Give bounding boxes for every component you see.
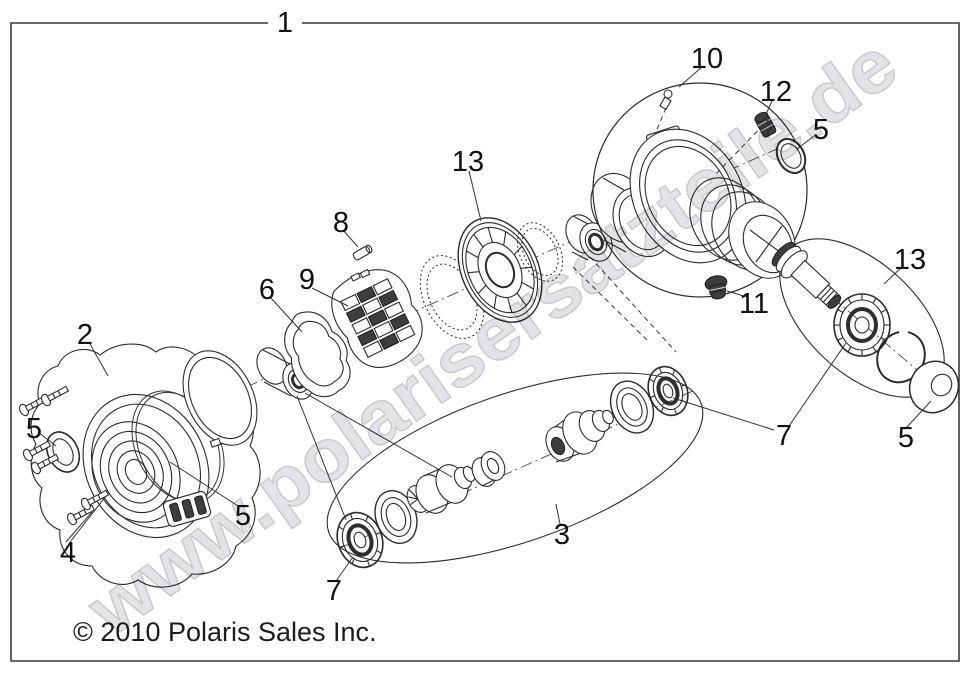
upper-bearing: [647, 365, 689, 417]
callout-5-housing: 5: [235, 500, 251, 532]
lower-bearing: [336, 511, 384, 569]
pointer-lines: [296, 256, 677, 521]
callout-7-bottom: 7: [326, 575, 342, 607]
callout-9: 9: [299, 264, 315, 296]
callout-12: 12: [760, 76, 792, 108]
callout-2: 2: [77, 319, 93, 351]
watermark-text: www.polarisersatzteile.de: [72, 21, 912, 651]
callout-8: 8: [333, 207, 349, 239]
callout-1: 1: [277, 7, 293, 39]
input-housing: [30, 343, 261, 588]
washer-right-part: [908, 360, 960, 414]
callout-10: 10: [691, 43, 723, 75]
callout-5-left: 5: [26, 413, 42, 445]
wave-washer: [516, 222, 564, 282]
copyright-text: © 2010 Polaris Sales Inc.: [73, 617, 377, 647]
callout-7-right: 7: [776, 420, 792, 452]
callout-13-right: 13: [894, 244, 926, 276]
clip-pack: [162, 491, 212, 527]
callout-6: 6: [259, 274, 275, 306]
callout-3: 3: [554, 519, 570, 551]
callout-5-washer: 5: [898, 422, 914, 454]
callout-4: 4: [60, 537, 76, 569]
ring-cap: [471, 451, 506, 487]
pinion-bearing: [833, 293, 891, 357]
small-bearing: [565, 214, 613, 262]
callout-5-cover: 5: [813, 114, 829, 146]
mounting-screws: [18, 385, 110, 526]
output-hub: [545, 409, 614, 463]
output-cover-balloon: [592, 82, 808, 300]
roller-cage-part: [331, 268, 423, 368]
lower-kit-balloon-group: [326, 365, 704, 569]
upper-seal: [609, 380, 655, 434]
callout-11: 11: [739, 288, 769, 320]
pin-part: [352, 244, 373, 261]
assembly-frame-border: [10, 22, 960, 662]
splined-hub: [406, 464, 476, 514]
pinion-shaft: [771, 241, 842, 309]
leader-lines: [37, 66, 932, 582]
drain-plug-part: [704, 275, 728, 300]
callout-13-center: 13: [452, 146, 484, 178]
lower-seal: [374, 490, 418, 544]
breather-fitting: [649, 89, 673, 147]
gasket-part: [284, 311, 351, 398]
fill-plug-part: [754, 111, 777, 138]
cover-seal-part: [775, 137, 807, 175]
clutch-drum-part: [457, 217, 543, 323]
snap-ring: [182, 350, 258, 446]
